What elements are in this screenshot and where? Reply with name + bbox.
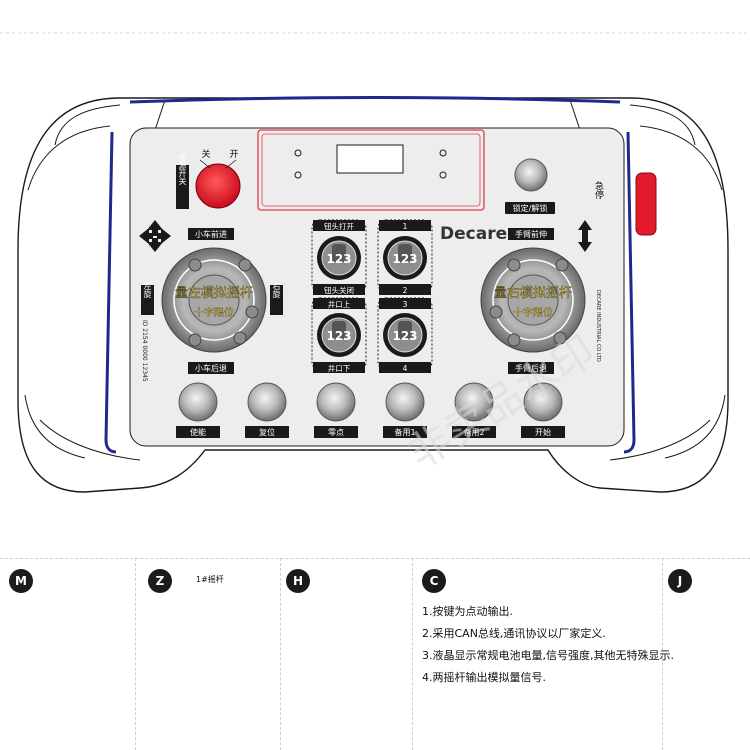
power-switch[interactable]	[195, 159, 241, 209]
selector-switch-4[interactable]	[377, 297, 433, 371]
selector-4-value: 123	[392, 329, 417, 343]
power-off-label: 关	[201, 148, 210, 160]
right-joystick-bottom-label: 手臂后退	[515, 363, 547, 373]
up-down-arrow-icon	[578, 220, 592, 252]
selector-3-top-label: 井口上	[328, 299, 351, 309]
estop-label: 急停	[593, 180, 604, 200]
column-divider	[662, 558, 663, 750]
selector-4-bottom-label: 4	[403, 364, 408, 373]
column-divider	[280, 558, 281, 750]
four-way-arrow-icon	[139, 220, 171, 252]
column-badge-h: H	[286, 569, 310, 593]
selector-1-value: 123	[326, 252, 351, 266]
table-top-border	[0, 558, 750, 559]
column-badge-c: C	[422, 569, 446, 593]
power-on-label: 开	[229, 149, 238, 160]
column-badge-z: Z	[148, 569, 172, 593]
selector-4-top-label: 3	[403, 300, 408, 309]
remote-controller-diagram: 关 开 电源开关 锁定/解锁 急停 Decare 量左模拟摇杆 十字限位 小车前…	[0, 32, 750, 493]
selector-switch-2[interactable]	[377, 219, 433, 293]
start-button[interactable]	[523, 382, 563, 422]
lcd-area	[257, 129, 485, 211]
side-red-button[interactable]	[635, 172, 657, 236]
z-column-label: 1#摇杆	[196, 575, 224, 584]
spec-note: 4.两摇杆输出模拟量信号.	[422, 671, 546, 684]
lock-button-label: 锁定/解锁	[513, 203, 548, 213]
column-badge-m: M	[9, 569, 33, 593]
left-joystick-subtitle: 十字限位	[194, 306, 234, 319]
brand-logo: Decare	[440, 224, 507, 244]
right-joystick-title: 量右模拟摇杆	[494, 286, 572, 301]
spec-note: 3.液晶显示常规电池电量,信号强度,其他无特殊显示.	[422, 649, 674, 662]
enable-button[interactable]	[178, 382, 218, 422]
reset-button-label: 复位	[259, 427, 275, 437]
spare2-button-label: 备用2	[463, 427, 484, 437]
power-switch-label: 电源开关	[178, 152, 187, 186]
control-panel	[129, 127, 625, 447]
right-joystick[interactable]	[480, 247, 586, 353]
right-joystick-subtitle: 十字限位	[513, 306, 553, 319]
selector-3-value: 123	[326, 329, 351, 343]
zero-button[interactable]	[316, 382, 356, 422]
selector-switch-1[interactable]	[311, 219, 367, 293]
selector-switch-3[interactable]	[311, 297, 367, 371]
spec-notes: 1.按键为点动输出. 2.采用CAN总线,通讯协议以厂家定义. 3.液晶显示常规…	[422, 601, 742, 689]
enable-button-label: 使能	[190, 427, 206, 437]
column-badge-j: J	[668, 569, 692, 593]
left-joystick-title: 量左模拟摇杆	[175, 286, 253, 301]
spare1-button[interactable]	[385, 382, 425, 422]
start-button-label: 开始	[535, 427, 551, 437]
spec-note: 2.采用CAN总线,通讯协议以厂家定义.	[422, 627, 606, 640]
column-divider	[135, 558, 136, 750]
serial-left: ID 2154 0000 12345	[141, 320, 148, 382]
spec-note: 1.按键为点动输出.	[422, 605, 513, 618]
reset-button[interactable]	[247, 382, 287, 422]
selector-1-top-label: 钮头打开	[324, 221, 354, 231]
selector-2-value: 123	[392, 252, 417, 266]
selector-2-bottom-label: 2	[403, 286, 408, 295]
left-joystick[interactable]	[161, 247, 267, 353]
selector-3-bottom-label: 井口下	[328, 363, 351, 373]
right-joystick-top-label: 手臂前伸	[515, 229, 547, 239]
lcd-screen	[336, 144, 404, 174]
column-divider	[412, 558, 413, 750]
serial-right: DECARE INDUSTRIAL CO LTD	[595, 290, 601, 362]
selector-2-top-label: 1	[403, 222, 408, 231]
spare2-button[interactable]	[454, 382, 494, 422]
left-joystick-right-label: 右旋	[272, 281, 281, 299]
left-joystick-left-label: 左旋	[143, 281, 152, 299]
lock-button[interactable]	[514, 158, 548, 192]
zero-button-label: 零点	[328, 428, 344, 437]
left-joystick-top-label: 小车前进	[195, 229, 227, 239]
spare1-button-label: 备用1	[394, 427, 415, 437]
selector-1-bottom-label: 钮头关闭	[324, 285, 354, 295]
left-joystick-bottom-label: 小车后退	[195, 363, 227, 373]
